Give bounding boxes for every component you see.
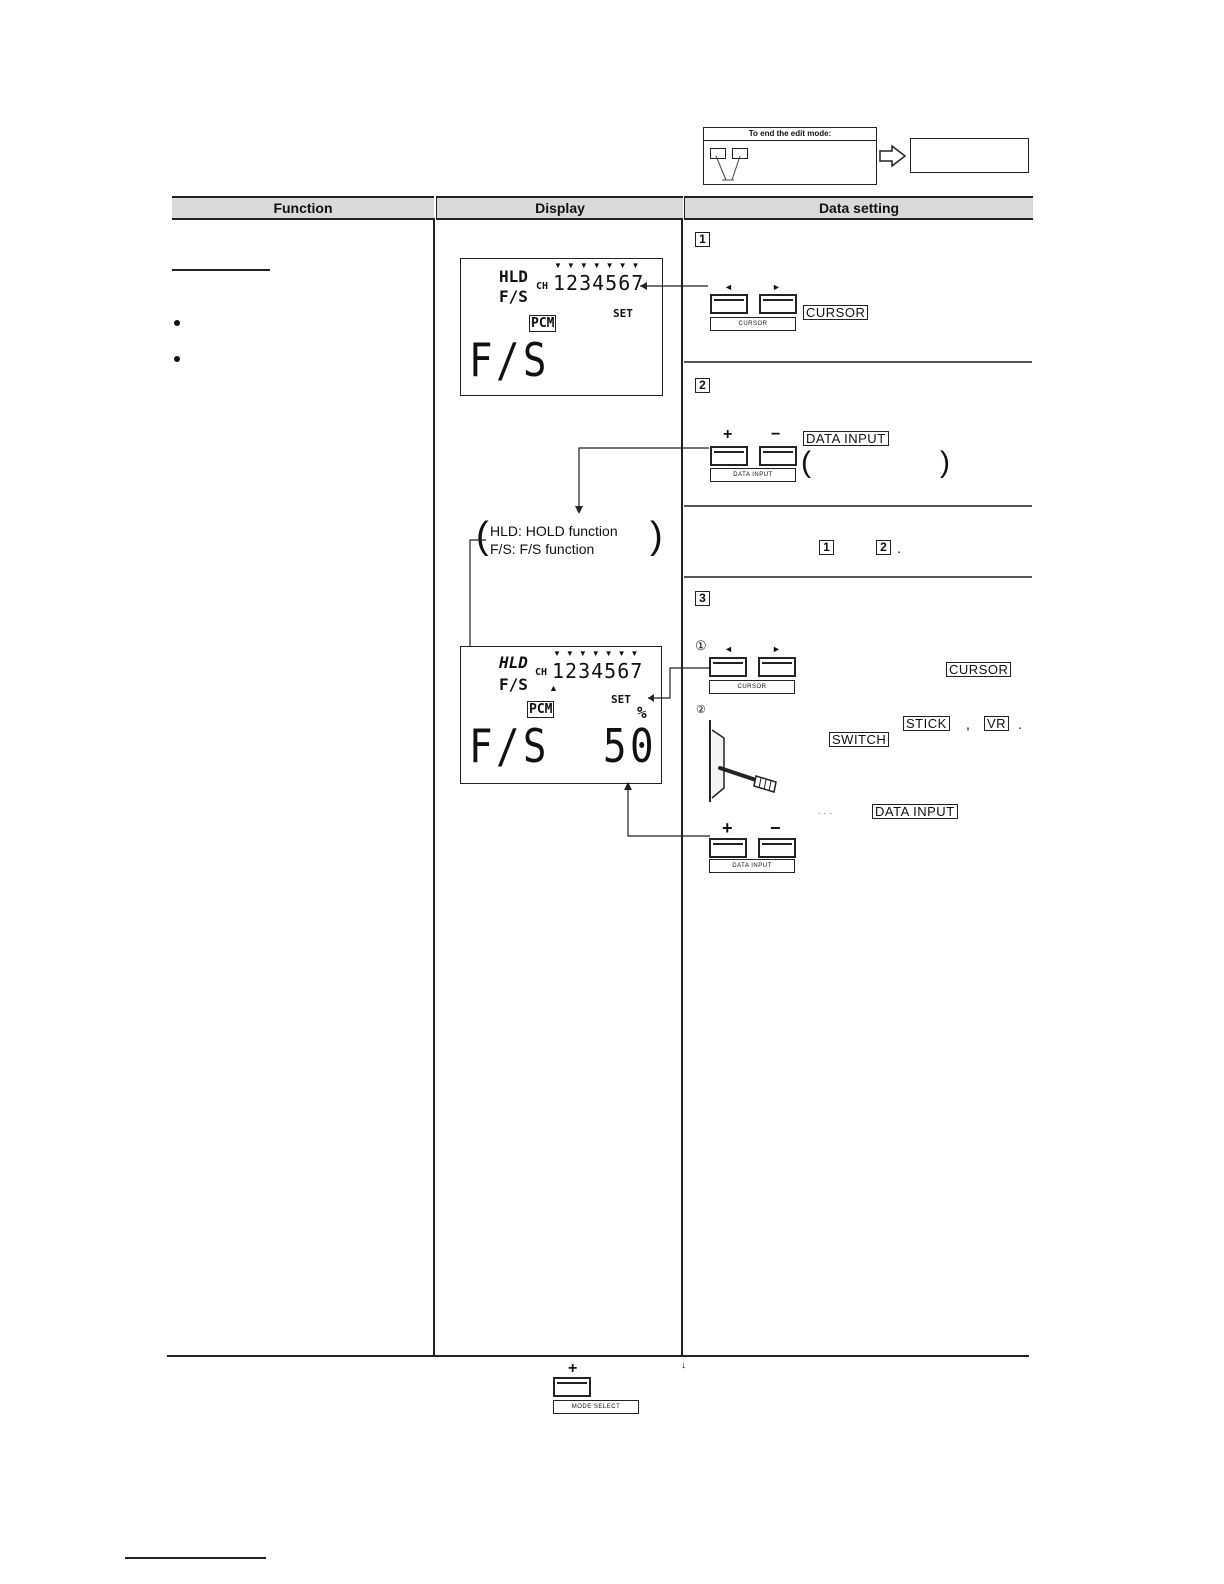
header-display: Display <box>436 196 683 220</box>
step-1-marker: 1 <box>695 232 710 247</box>
substep-1-marker: ① <box>695 638 707 653</box>
step-3-marker: 3 <box>695 591 710 606</box>
control-stick-icon <box>709 720 777 802</box>
lcd-segment-text: F/S <box>469 333 550 387</box>
header-function: Function <box>172 196 434 220</box>
lcd-pcm-indicator: PCM <box>527 701 555 718</box>
step-divider <box>684 361 1032 363</box>
minus-sign: − <box>771 426 781 443</box>
cursor-left-button[interactable] <box>710 294 748 314</box>
small-key-icon <box>710 148 726 159</box>
step-ref-2: 2 <box>876 540 891 555</box>
bullet-point <box>174 320 180 326</box>
step-2-marker: 2 <box>695 378 710 393</box>
header-data-setting: Data setting <box>684 196 1033 220</box>
lcd-set-label: SET <box>613 307 633 320</box>
data-input-tag: DATA INPUT <box>872 804 958 819</box>
substep-2-marker: ② <box>696 704 706 716</box>
down-arrow-icon: ↓ <box>681 1360 686 1371</box>
tag-separator: . <box>1018 716 1022 732</box>
connector-line <box>648 667 710 702</box>
plus-sign: + <box>722 818 733 838</box>
connector-line <box>624 782 710 837</box>
step-divider <box>684 576 1032 578</box>
data-input-minus-button[interactable] <box>758 838 796 858</box>
plus-sign: + <box>723 426 733 443</box>
vr-tag: VR <box>984 716 1010 731</box>
channel-cursor-indicator: ▲ <box>549 683 558 693</box>
cursor-tag: CURSOR <box>803 305 869 320</box>
lcd-channel-numbers: 1234567 <box>552 659 644 683</box>
connector-line <box>640 282 708 290</box>
connector-line <box>575 447 709 514</box>
data-input-plus-button[interactable] <box>709 838 747 858</box>
legend-hld: HLD: HOLD function <box>490 523 618 539</box>
switch-tag: SWITCH <box>829 732 890 747</box>
lcd-ch-label: CH <box>535 667 548 678</box>
lcd-fs-label: F/S <box>499 675 528 694</box>
lcd-ch-label: CH <box>536 281 549 292</box>
lcd-fs-label: F/S <box>499 287 528 306</box>
cursor-left-button[interactable] <box>709 657 747 677</box>
right-arrow-icon: ► <box>772 644 781 654</box>
step-divider <box>684 505 1032 507</box>
lcd-segment-text: F/S <box>469 719 550 773</box>
lcd-set-label: SET <box>611 693 631 706</box>
end-edit-box: To end the edit mode: <box>703 127 877 185</box>
right-arrow-icon <box>879 144 907 168</box>
cursor-tag: CURSOR <box>946 662 1012 677</box>
data-input-minus-button[interactable] <box>759 446 797 466</box>
lcd-display-bottom: HLD F/S CH ▼▼▼▼▼▼▼ 1234567 ▲ PCM SET % F… <box>460 646 662 784</box>
data-input-key-label: DATA INPUT <box>710 468 796 482</box>
step-ref-1: 1 <box>819 540 834 555</box>
data-input-tag: DATA INPUT <box>803 431 889 446</box>
press-hand-icon <box>715 155 741 181</box>
mode-select-label: MODE SELECT <box>553 1400 639 1414</box>
left-arrow-icon: ◄ <box>724 282 733 292</box>
function-heading-underline <box>172 269 270 271</box>
small-key-icon <box>732 148 748 159</box>
legend-paren-right: ) <box>650 515 663 557</box>
left-arrow-icon: ◄ <box>724 644 733 654</box>
end-edit-title: To end the edit mode: <box>704 128 876 141</box>
data-input-key-label: DATA INPUT <box>709 859 795 873</box>
stick-tag: STICK <box>903 716 950 731</box>
bullet-point <box>174 356 180 362</box>
lcd-hld-label: HLD <box>499 653 528 672</box>
bottom-rule <box>167 1355 1029 1357</box>
legend-fs: F/S: F/S function <box>490 541 595 557</box>
lcd-hld-label: HLD <box>499 267 528 286</box>
paren-close: ) <box>940 446 950 479</box>
plus-sign: + <box>568 1360 578 1377</box>
column-divider <box>433 218 435 1356</box>
lcd-display-top: HLD F/S CH ▼▼▼▼▼▼▼ 1234567 PCM SET F/S <box>460 258 663 396</box>
cursor-key-label: CURSOR <box>709 680 795 694</box>
lcd-pcm-indicator: PCM <box>529 315 557 332</box>
dots: . . . <box>818 806 832 817</box>
channel-markers: ▼▼▼▼▼▼▼ <box>553 649 644 658</box>
data-input-plus-button[interactable] <box>710 446 748 466</box>
cursor-right-button[interactable] <box>758 657 796 677</box>
paren-open: ( <box>801 446 811 479</box>
footnote-rule <box>125 1557 266 1559</box>
cursor-key-label: CURSOR <box>710 317 796 331</box>
legend-paren-left: ( <box>476 515 489 557</box>
cursor-right-button[interactable] <box>759 294 797 314</box>
tag-separator: , <box>966 716 970 732</box>
lcd-segment-value: 50 <box>603 719 657 773</box>
right-arrow-icon: ► <box>772 282 781 292</box>
channel-markers: ▼▼▼▼▼▼▼ <box>554 261 645 270</box>
mode-select-button[interactable] <box>553 1377 591 1397</box>
mode-result-box <box>910 138 1029 173</box>
step-ref-period: . <box>897 540 901 556</box>
lcd-channel-numbers: 1234567 <box>553 271 645 295</box>
lcd-percent-sign: % <box>637 703 647 722</box>
column-divider <box>681 218 683 1356</box>
minus-sign: − <box>770 818 781 838</box>
